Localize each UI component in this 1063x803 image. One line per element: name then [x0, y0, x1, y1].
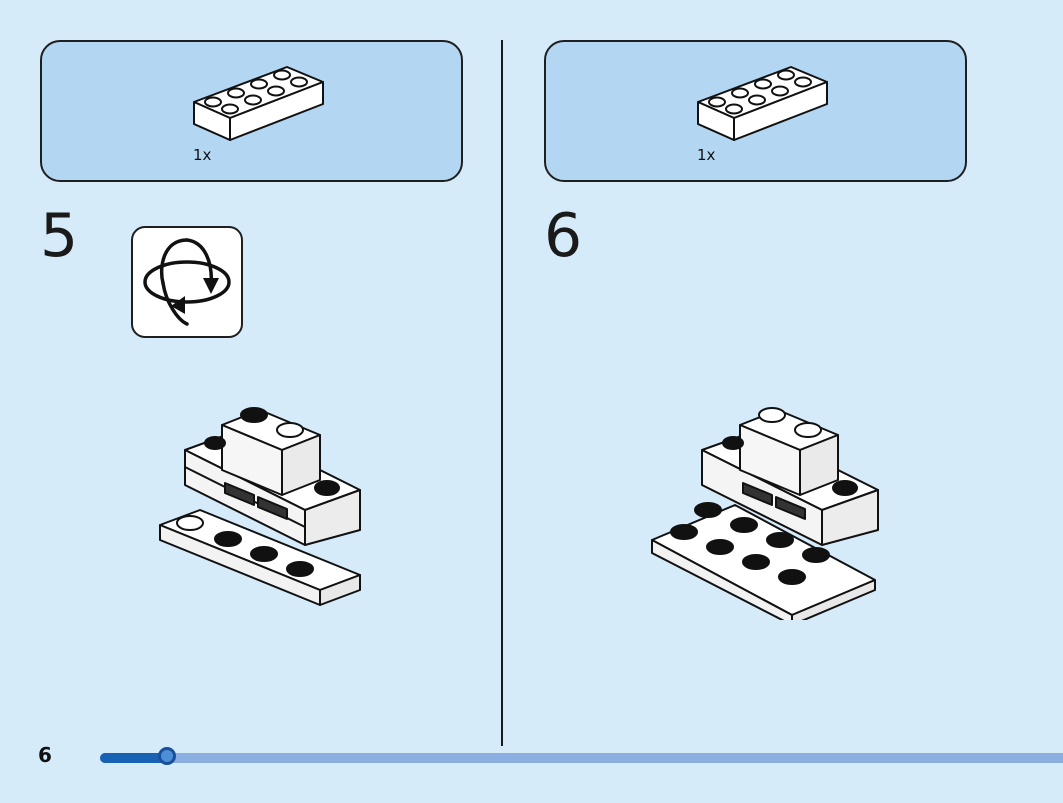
page-number: 6: [38, 743, 52, 767]
white-plate-2x4-icon: [697, 66, 828, 141]
step-6-model-illustration: [651, 407, 879, 620]
progress-knob: [158, 747, 176, 765]
step-number-6: 6: [544, 201, 583, 271]
part-quantity: 1x: [697, 146, 716, 164]
white-plate-2x4-icon: [193, 66, 324, 141]
parts-callout-step-5: 1x: [40, 40, 463, 182]
progress-fill: [100, 753, 167, 763]
step-divider: [501, 40, 503, 746]
step-5-model-illustration: [159, 407, 361, 606]
rotate-model-icon: [131, 226, 243, 338]
step-number-5: 5: [40, 201, 79, 271]
parts-callout-step-6: 1x: [544, 40, 967, 182]
part-quantity: 1x: [193, 146, 212, 164]
progress-track: [100, 753, 1063, 763]
rotate-arrows-icon: [143, 238, 231, 326]
